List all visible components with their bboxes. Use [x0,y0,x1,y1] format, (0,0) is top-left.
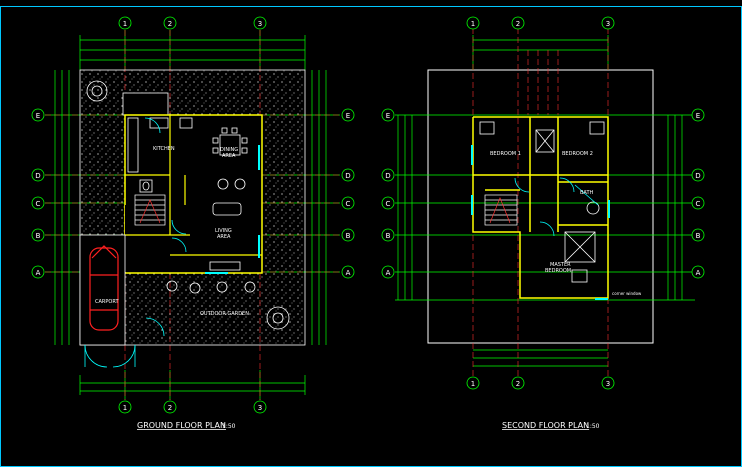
second-room-labels: BEDROOM 1 BEDROOM 2 BATH MASTER BEDROOM … [490,151,642,296]
ground-col-3-top: 3 [258,20,262,28]
dining-label-1: DINING [220,147,238,153]
bath-label: BATH [580,190,594,196]
ground-row-d-left: D [35,172,40,180]
dining-table [212,127,248,156]
second-stair [484,194,518,226]
second-row-b-right: B [696,232,701,240]
outdoor-garden-label: OUTDOOR GARDEN [200,311,249,317]
garden-trees [86,80,290,330]
second-row-b-left: B [386,232,391,240]
ground-title-text: GROUND FLOOR PLAN [137,421,226,430]
second-row-a-left: A [386,269,391,277]
ground-row-a-right: A [346,269,351,277]
ground-row-c-right: C [346,200,351,208]
kitchen-label: KITCHEN [153,146,175,152]
second-row-c-right: C [696,200,701,208]
ground-row-b-right: B [346,232,351,240]
ground-house-body [122,92,263,274]
master-label-1: MASTER [550,262,571,268]
second-col-3-top: 3 [606,20,610,28]
second-col-1-bottom: 1 [471,380,475,388]
bedroom-2-label: BEDROOM 2 [562,151,593,157]
second-col-bubbles [466,16,615,390]
second-axis-lines [472,28,609,380]
lounge-chairs [209,178,246,271]
second-axis-labels: 1 2 3 1 2 3 E D C B A E D C B A [385,20,700,388]
second-col-3-bottom: 3 [606,380,610,388]
entry-gate [84,344,136,368]
ground-col-2-bottom: 2 [168,404,172,412]
second-col-1-top: 1 [471,20,475,28]
ground-col-1-bottom: 1 [123,404,127,412]
second-row-d-right: D [695,172,700,180]
ground-doors [144,117,260,337]
second-plan-title: SECOND FLOOR PLAN 1:50 [502,421,600,430]
second-walls [472,116,609,299]
master-label-2: BEDROOM [545,268,571,274]
ground-col-bubbles [118,16,267,414]
second-title-text: SECOND FLOOR PLAN [502,421,589,430]
dining-label-2: AREA [222,153,236,159]
carport-label: CARPORT [95,299,119,305]
second-floor-plan: 1 2 3 1 2 3 E D C B A E D C B A BEDROOM … [381,16,705,430]
ground-axis-labels: 1 2 3 1 2 3 E D C B A E D C B A [35,20,350,412]
bedroom-1-label: BEDROOM 1 [490,151,521,157]
ground-toilet [139,179,153,193]
ground-row-c-left: C [36,200,41,208]
ground-col-1-top: 1 [123,20,127,28]
roof-outline [427,69,654,344]
ground-top-dimensions [79,30,306,70]
living-label-1: LIVING [215,228,232,234]
second-col-2-bottom: 2 [516,380,520,388]
second-row-e-left: E [386,112,390,120]
living-label-2: AREA [217,234,231,240]
second-row-d-left: D [385,172,390,180]
second-furniture [479,121,605,283]
corner-window-note: corner window [612,291,642,296]
second-row-a-right: A [696,269,701,277]
car-outline [89,245,119,331]
second-dimensions [395,35,695,367]
second-col-2-top: 2 [516,20,520,28]
ground-row-e-right: E [346,112,350,120]
ground-row-a-left: A [36,269,41,277]
ground-row-b-left: B [36,232,41,240]
ground-row-d-right: D [345,172,350,180]
ground-plan-title: GROUND FLOOR PLAN 1:50 [137,421,236,430]
ground-row-bubbles [31,108,355,279]
ground-col-2-top: 2 [168,20,172,28]
second-doors [471,145,610,300]
second-scale-text: 1:50 [586,423,600,430]
second-row-e-right: E [696,112,700,120]
ground-bottom-dimensions [79,370,306,400]
ground-internal-walls [125,115,262,256]
ground-scale-text: 1:50 [222,423,236,430]
ground-row-e-left: E [36,112,40,120]
ground-floor-plan: 1 2 3 1 2 3 E D C B A E D C B A KITCHEN … [31,16,355,430]
ground-col-3-bottom: 3 [258,404,262,412]
second-row-c-left: C [386,200,391,208]
second-row-bubbles [381,108,705,279]
ground-stair [134,194,166,226]
ground-room-labels: KITCHEN DINING AREA LIVING AREA CARPORT … [95,146,249,317]
